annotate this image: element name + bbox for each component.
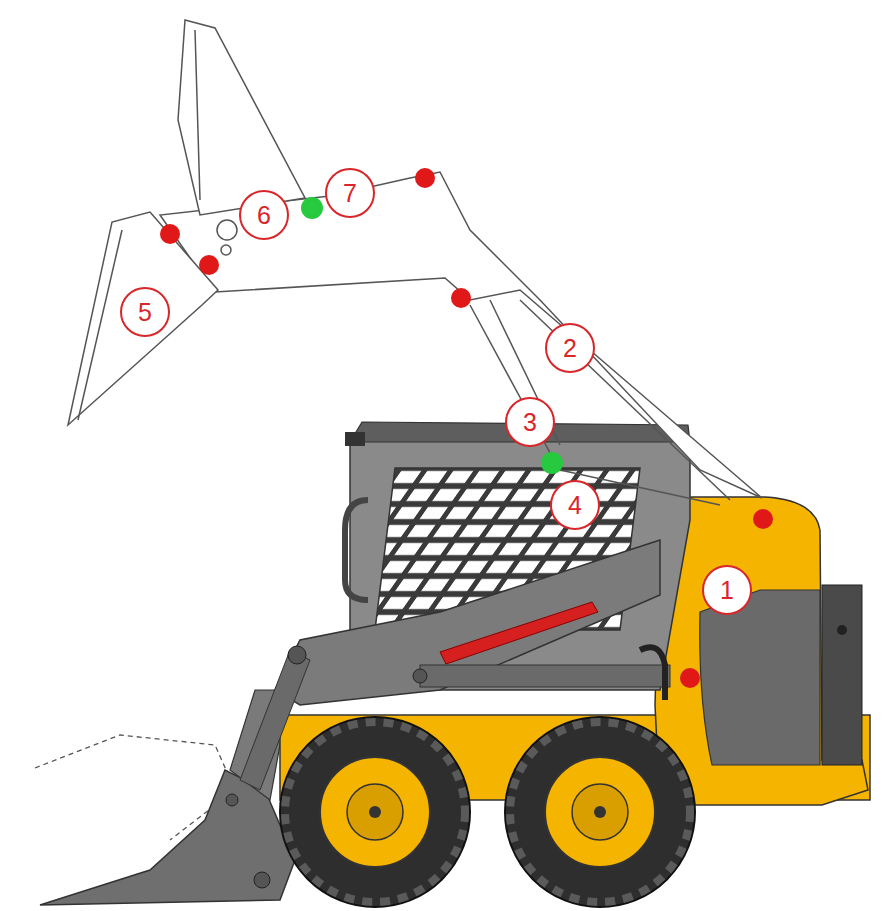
callout-number: 5 — [120, 287, 170, 337]
callout-text: 1 — [720, 578, 734, 603]
grab-handle — [345, 500, 368, 600]
cab-light — [345, 432, 365, 446]
callout-number: 1 — [702, 565, 752, 615]
callout-number: 4 — [550, 480, 600, 530]
callout-number: 7 — [325, 168, 375, 218]
raised-lift-arm — [160, 172, 762, 505]
callout-number: 6 — [239, 190, 289, 240]
callout-text: 3 — [523, 410, 537, 435]
raised-bucket — [68, 20, 305, 425]
callout-text: 4 — [568, 493, 582, 518]
hoses — [640, 647, 665, 700]
tower-panel — [700, 590, 820, 765]
callout-text: 7 — [343, 181, 357, 206]
front-wheel — [280, 717, 470, 907]
callout-number: 2 — [545, 323, 595, 373]
grease-point — [160, 168, 773, 688]
rear-door — [822, 585, 862, 765]
callout-text: 6 — [257, 203, 271, 228]
callout-number: 3 — [505, 397, 555, 447]
lowered-bucket — [35, 690, 295, 905]
rear-tower — [655, 497, 868, 805]
lift-cylinder-raised — [470, 305, 555, 462]
check-point — [301, 197, 563, 474]
callout-text: 2 — [563, 336, 577, 361]
callout-text: 5 — [138, 300, 152, 325]
latch — [837, 625, 847, 635]
wheels — [280, 717, 695, 907]
rear-wheel — [505, 717, 695, 907]
lift-cylinder — [420, 665, 670, 687]
